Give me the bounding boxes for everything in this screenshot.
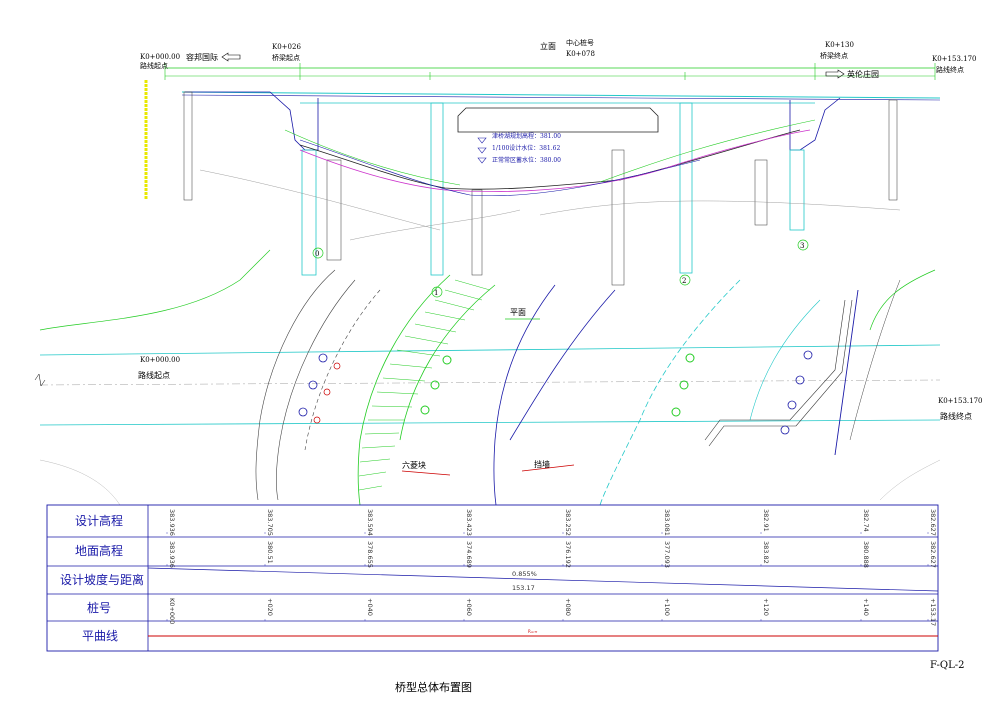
design-elevation-value: 382.627 <box>929 509 937 536</box>
design-elevation-value: 383.594 <box>366 509 374 536</box>
elevation-view: K0+000.00 路线起点 容邦国际 K0+026 桥梁起点 立面 中心桩号 … <box>140 38 977 298</box>
right-arrow-icon <box>825 69 845 79</box>
elevation-view-title: 立面 <box>540 41 556 51</box>
ground-elevation-value: 380.51 <box>266 541 274 564</box>
elev-start-name: 路线起点 <box>140 61 168 70</box>
ground-elevation-value: 378.655 <box>366 541 374 568</box>
profile-data-table: 设计高程 地面高程 设计坡度与距离 桩号 平曲线 0.855% 153.17 R… <box>46 504 939 652</box>
plan-end-label: K0+153.170 <box>938 397 983 405</box>
row-header-design-elevation: 设计高程 <box>75 513 123 528</box>
water-note-design: 1/100设计水位：381.62 <box>492 144 560 152</box>
stake-value: +040 <box>366 598 374 616</box>
plan-view: 平面 K0+000.00 路线起点 K0+153.170 路线终点 六菱块 挡墙 <box>34 249 983 506</box>
row-header-horizontal-curve: 平曲线 <box>82 629 118 643</box>
design-elevation-value: 383.423 <box>465 509 473 536</box>
center-stake-value: K0+078 <box>566 50 595 58</box>
row-header-ground-elevation: 地面高程 <box>75 543 123 558</box>
pier-number-0: 0 <box>315 250 319 258</box>
row-header-slope-distance: 设计坡度与距离 <box>60 572 144 587</box>
stake-value: +060 <box>465 598 473 616</box>
stake-value: +140 <box>862 598 870 616</box>
ground-elevation-value: 377.093 <box>663 541 671 568</box>
slope-value: 0.855% <box>512 570 537 578</box>
pier-number-2: 2 <box>682 277 686 285</box>
bridge-end-name: 桥梁终点 <box>820 51 848 60</box>
stake-value: +080 <box>564 598 572 616</box>
curve-note: R=∞ <box>528 629 537 634</box>
stake-value: +153.17 <box>929 598 937 626</box>
stake-value: K0+000 <box>168 598 176 624</box>
water-note-normal: 正常常区蓄水位：380.00 <box>492 156 561 164</box>
bridge-end-label: K0+130 <box>825 41 854 49</box>
ground-elevation-value: 383.936 <box>168 541 176 568</box>
left-arrow-icon <box>221 52 241 62</box>
plan-start-name: 路线起点 <box>138 370 170 380</box>
design-elevation-value: 383.705 <box>266 509 274 536</box>
elev-end-label: K0+153.170 <box>932 55 977 63</box>
pier-number-1: 1 <box>434 289 438 297</box>
design-elevation-value: 383.252 <box>564 509 572 536</box>
design-elevation-value: 383.081 <box>663 509 671 536</box>
hex-block-label: 六菱块 <box>402 460 426 470</box>
ground-elevation-value: 383.82 <box>762 541 770 564</box>
ground-elevation-value: 382.627 <box>929 541 937 568</box>
drawing-title: 桥型总体布置图 <box>395 680 472 694</box>
design-elevation-value: 383.936 <box>168 509 176 536</box>
plan-start-label: K0+000.00 <box>140 356 180 364</box>
right-direction-label: 英伦庄园 <box>847 69 879 79</box>
elev-end-name: 路线终点 <box>936 65 964 74</box>
bridge-start-name: 桥梁起点 <box>272 53 300 62</box>
design-elevation-value: 382.74 <box>862 509 870 532</box>
slope-length: 153.17 <box>512 584 535 592</box>
row-header-stake: 桩号 <box>87 600 111 615</box>
stake-value: +100 <box>663 598 671 616</box>
plan-end-name: 路线终点 <box>940 411 972 421</box>
elev-start-label: K0+000.00 <box>140 53 180 61</box>
stake-value: +120 <box>762 598 770 616</box>
ground-elevation-value: 376.192 <box>564 541 572 568</box>
bridge-start-label: K0+026 <box>272 43 301 51</box>
water-note-planned: 津桥湖规划高程：381.00 <box>492 132 561 140</box>
design-elevation-value: 382.91 <box>762 509 770 532</box>
ground-elevation-value: 380.888 <box>862 541 870 568</box>
ground-elevation-value: 374.689 <box>465 541 473 568</box>
pier-number-3: 3 <box>800 242 804 250</box>
plan-view-title: 平面 <box>510 308 526 317</box>
center-stake-title: 中心桩号 <box>566 38 594 47</box>
stake-value: +020 <box>266 598 274 616</box>
retaining-wall-label: 挡墙 <box>534 459 550 469</box>
left-direction-label: 容邦国际 <box>186 52 218 62</box>
drawing-number: F-QL-2 <box>930 660 964 671</box>
